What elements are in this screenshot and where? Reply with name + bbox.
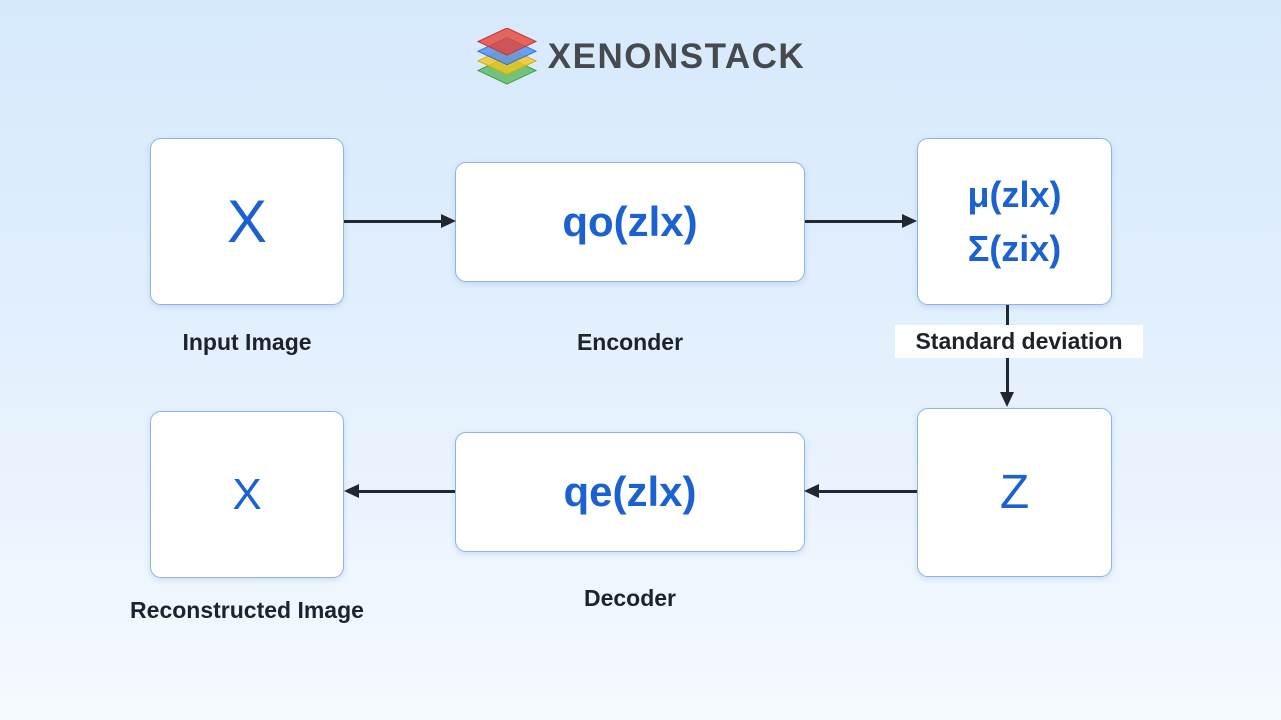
node-latent-z: Z	[917, 408, 1112, 577]
node-latent-params: μ(zlx) Σ(zix)	[917, 138, 1112, 305]
logo-text: XENONSTACK	[547, 37, 806, 76]
arrow-encoder-to-params-line	[805, 220, 904, 223]
arrow-input-to-encoder-head-icon	[441, 214, 456, 228]
encoder-formula: qo(zlx)	[562, 198, 698, 245]
sigma-formula: Σ(zix)	[967, 227, 1062, 269]
arrow-decoder-to-recon-head-icon	[344, 484, 359, 498]
input-formula: X	[226, 188, 268, 255]
arrow-params-to-z-head-icon	[1000, 392, 1014, 407]
recon-formula: X	[232, 469, 262, 519]
arrow-z-to-decoder-line	[818, 490, 917, 493]
reconstructed-image-label: Reconstructed Image	[130, 597, 364, 623]
arrow-encoder-to-params-head-icon	[902, 214, 917, 228]
node-reconstructed-image: X	[150, 411, 344, 578]
input-image-label: Input Image	[182, 329, 312, 355]
decoder-label: Decoder	[583, 585, 677, 611]
decoder-formula: qe(zlx)	[563, 468, 697, 515]
arrow-input-to-encoder-line	[344, 220, 443, 223]
z-formula: Z	[999, 466, 1030, 519]
standard-deviation-label: Standard deviation	[895, 325, 1143, 358]
node-encoder: qo(zlx)	[455, 162, 805, 282]
logo: XENONSTACK	[0, 28, 1281, 86]
encoder-label: Enconder	[576, 329, 684, 355]
mu-formula: μ(zlx)	[967, 173, 1062, 215]
xenonstack-stacked-layers-icon	[476, 28, 537, 85]
node-decoder: qe(zlx)	[455, 432, 805, 552]
arrow-decoder-to-recon-line	[358, 490, 455, 493]
node-input-image: X	[150, 138, 344, 305]
arrow-z-to-decoder-head-icon	[804, 484, 819, 498]
